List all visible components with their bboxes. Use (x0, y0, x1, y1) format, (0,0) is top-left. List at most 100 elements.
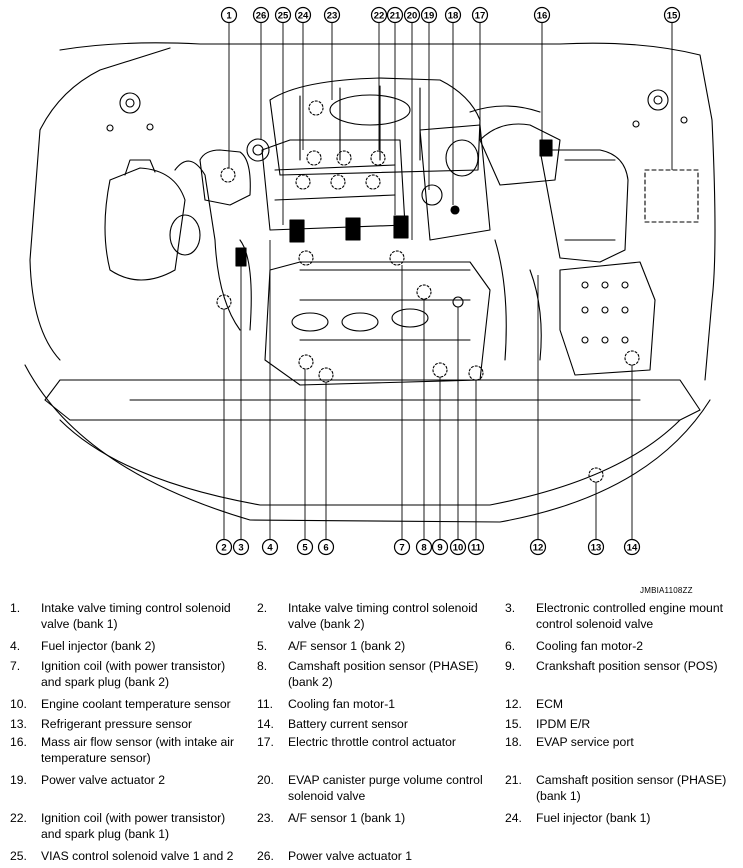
legend-item-number: 8. (257, 659, 268, 673)
legend-item-text-line: Fuel injector (bank 2) (41, 639, 156, 653)
callout-25-label: 25 (278, 11, 289, 22)
callout-13: 13 (587, 538, 605, 556)
callout-9: 9 (431, 538, 449, 556)
legend-item-number: 16. (10, 735, 27, 749)
callout-13-label: 13 (591, 543, 602, 554)
callout-21: 21 (386, 6, 404, 24)
callout-12-label: 12 (533, 543, 544, 554)
legend-item-text: Ignition coil (with power transistor)and… (41, 810, 225, 842)
legend-item-text: Camshaft position sensor (PHASE)(bank 2) (288, 658, 478, 690)
legend-item-number: 22. (10, 811, 27, 825)
legend-item-number: 11. (257, 697, 274, 711)
legend-item-number: 24. (505, 811, 522, 825)
legend-item-text: A/F sensor 1 (bank 1) (288, 810, 405, 826)
callout-16: 16 (533, 6, 551, 24)
legend-item-text: Power valve actuator 2 (41, 772, 165, 788)
callout-26-label: 26 (256, 11, 267, 22)
legend-item-number: 2. (257, 601, 268, 615)
legend-item-text-line: Crankshaft position sensor (POS) (536, 659, 718, 673)
legend-item-number: 25. (10, 849, 27, 863)
legend-item-number: 7. (10, 659, 21, 673)
callout-10-label: 10 (453, 543, 464, 554)
legend-item-text: A/F sensor 1 (bank 2) (288, 638, 405, 654)
callouts-bottom-row: 2 3 4 5 6 7 8 9 10 11 12 13 14 (215, 538, 641, 556)
callout-11: 11 (467, 538, 485, 556)
legend-item-text-line: Fuel injector (bank 1) (536, 811, 651, 825)
callout-22-label: 22 (374, 11, 385, 22)
legend-item-text-line: ECM (536, 697, 564, 711)
legend-item-number: 21. (505, 773, 522, 787)
legend-item-text-line: Engine coolant temperature sensor (41, 697, 231, 711)
legend-item-number: 17. (257, 735, 274, 749)
callout-24: 24 (294, 6, 312, 24)
callout-8-label: 8 (421, 543, 426, 554)
legend-item-text-line: EVAP canister purge volume control (288, 773, 483, 787)
callout-10: 10 (449, 538, 467, 556)
callout-1-label: 1 (226, 11, 232, 22)
callout-17-label: 17 (475, 11, 486, 22)
legend-item-number: 13. (10, 717, 27, 731)
legend-item-number: 15. (505, 717, 522, 731)
legend-item-text-line: Intake valve timing control solenoid (288, 601, 478, 615)
callout-23: 23 (323, 6, 341, 24)
callout-leader-lines (223, 22, 673, 540)
legend-item-text-line: A/F sensor 1 (bank 2) (288, 639, 406, 653)
callout-25: 25 (274, 6, 292, 24)
legend-item-text: EVAP service port (536, 734, 634, 750)
callout-9-label: 9 (437, 543, 442, 554)
legend-item-text-line: Ignition coil (with power transistor) (41, 659, 226, 673)
callout-23-label: 23 (327, 11, 338, 22)
legend-item-text-line: and spark plug (bank 2) (41, 675, 170, 689)
callout-15-label: 15 (667, 11, 678, 22)
legend-item-text: Electric throttle control actuator (288, 734, 456, 750)
legend-item-number: 18. (505, 735, 522, 749)
callout-3: 3 (232, 538, 250, 556)
legend-item-text-line: Cooling fan motor-2 (536, 639, 644, 653)
legend-item-text-line: Power valve actuator 2 (41, 773, 165, 787)
callout-19-label: 19 (424, 11, 435, 22)
legend-item-text: Engine coolant temperature sensor (41, 696, 231, 712)
callout-22: 22 (370, 6, 388, 24)
legend-item-number: 6. (505, 639, 516, 653)
legend-item-text-line: valve (bank 2) (288, 617, 365, 631)
callout-14: 14 (623, 538, 641, 556)
callout-18-label: 18 (448, 11, 459, 22)
callouts-top-row: 1 26 25 24 23 22 21 20 19 18 17 16 15 (220, 6, 681, 24)
legend-item-number: 26. (257, 849, 274, 863)
legend-item-text-line: A/F sensor 1 (bank 1) (288, 811, 406, 825)
legend-item-text: Fuel injector (bank 1) (536, 810, 650, 826)
callout-8: 8 (415, 538, 433, 556)
engine-compartment-diagram: 1 26 25 24 23 22 21 20 19 18 17 16 15 2 … (24, 6, 716, 556)
legend-item-text-line: Electric throttle control actuator (288, 735, 456, 749)
callout-26: 26 (252, 6, 270, 24)
callout-15: 15 (663, 6, 681, 24)
callout-20: 20 (403, 6, 421, 24)
legend-item-text: Cooling fan motor-2 (536, 638, 643, 654)
callout-20-label: 20 (407, 11, 418, 22)
legend-item-number: 20. (257, 773, 274, 787)
callout-6-label: 6 (323, 543, 328, 554)
legend-item-number: 4. (10, 639, 21, 653)
legend-item-text-line: IPDM E/R (536, 717, 591, 731)
callout-2-label: 2 (221, 543, 226, 554)
engine-line-art (24, 42, 716, 523)
callout-18: 18 (444, 6, 462, 24)
legend-item-text: Refrigerant pressure sensor (41, 716, 192, 732)
legend-item-number: 19. (10, 773, 27, 787)
callout-7: 7 (393, 538, 411, 556)
legend-item-text: IPDM E/R (536, 716, 590, 732)
legend-item-number: 3. (505, 601, 516, 615)
figure-reference-code: JMBIA1108ZZ (640, 586, 693, 595)
legend-item-number: 10. (10, 697, 27, 711)
legend-item-text-line: (bank 1) (536, 789, 581, 803)
callout-5: 5 (296, 538, 314, 556)
callout-14-label: 14 (627, 543, 638, 554)
legend-item-text-line: valve (bank 1) (41, 617, 118, 631)
legend-item-text-line: Camshaft position sensor (PHASE) (288, 659, 479, 673)
legend-item-number: 9. (505, 659, 516, 673)
legend-item-number: 1. (10, 601, 21, 615)
legend-item-text-line: Power valve actuator 1 (288, 849, 412, 863)
legend-item-text-line: Ignition coil (with power transistor) (41, 811, 226, 825)
legend-item-text: Power valve actuator 1 (288, 848, 412, 864)
